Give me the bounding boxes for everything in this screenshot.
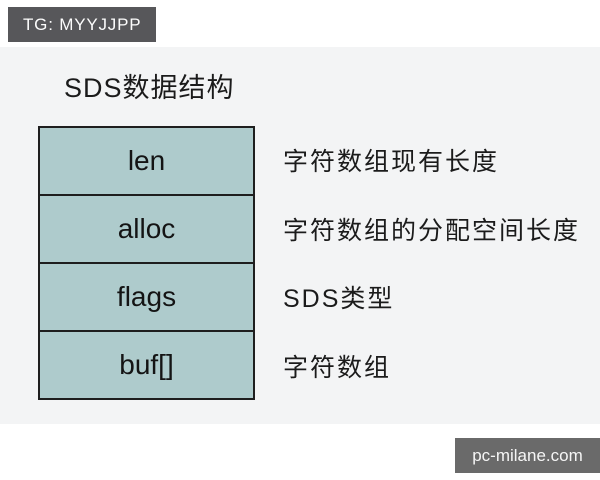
field-description-flags: SDS类型 bbox=[283, 285, 395, 314]
watermark: pc-milane.com bbox=[455, 438, 600, 473]
field-descriptions: 字符数组现有长度 字符数组的分配空间长度 SDS类型 字符数组 bbox=[283, 126, 580, 400]
struct-field-alloc: alloc bbox=[40, 196, 253, 264]
field-description-buf: 字符数组 bbox=[283, 353, 392, 382]
author-badge: TG: MYYJJPP bbox=[8, 7, 157, 42]
struct-field-buf: buf[] bbox=[119, 349, 174, 380]
sds-struct-table: len alloc flags buf[] bbox=[38, 126, 255, 400]
field-description-len: 字符数组现有长度 bbox=[283, 148, 500, 177]
struct-field-flags: flags bbox=[40, 264, 253, 332]
diagram-title: SDS数据结构 bbox=[64, 73, 235, 103]
struct-field-len: len bbox=[40, 128, 253, 196]
field-description-alloc: 字符数组的分配空间长度 bbox=[283, 216, 581, 245]
diagram-panel: SDS数据结构 len alloc flags buf[] 字符数组现有长度 字… bbox=[0, 47, 600, 424]
